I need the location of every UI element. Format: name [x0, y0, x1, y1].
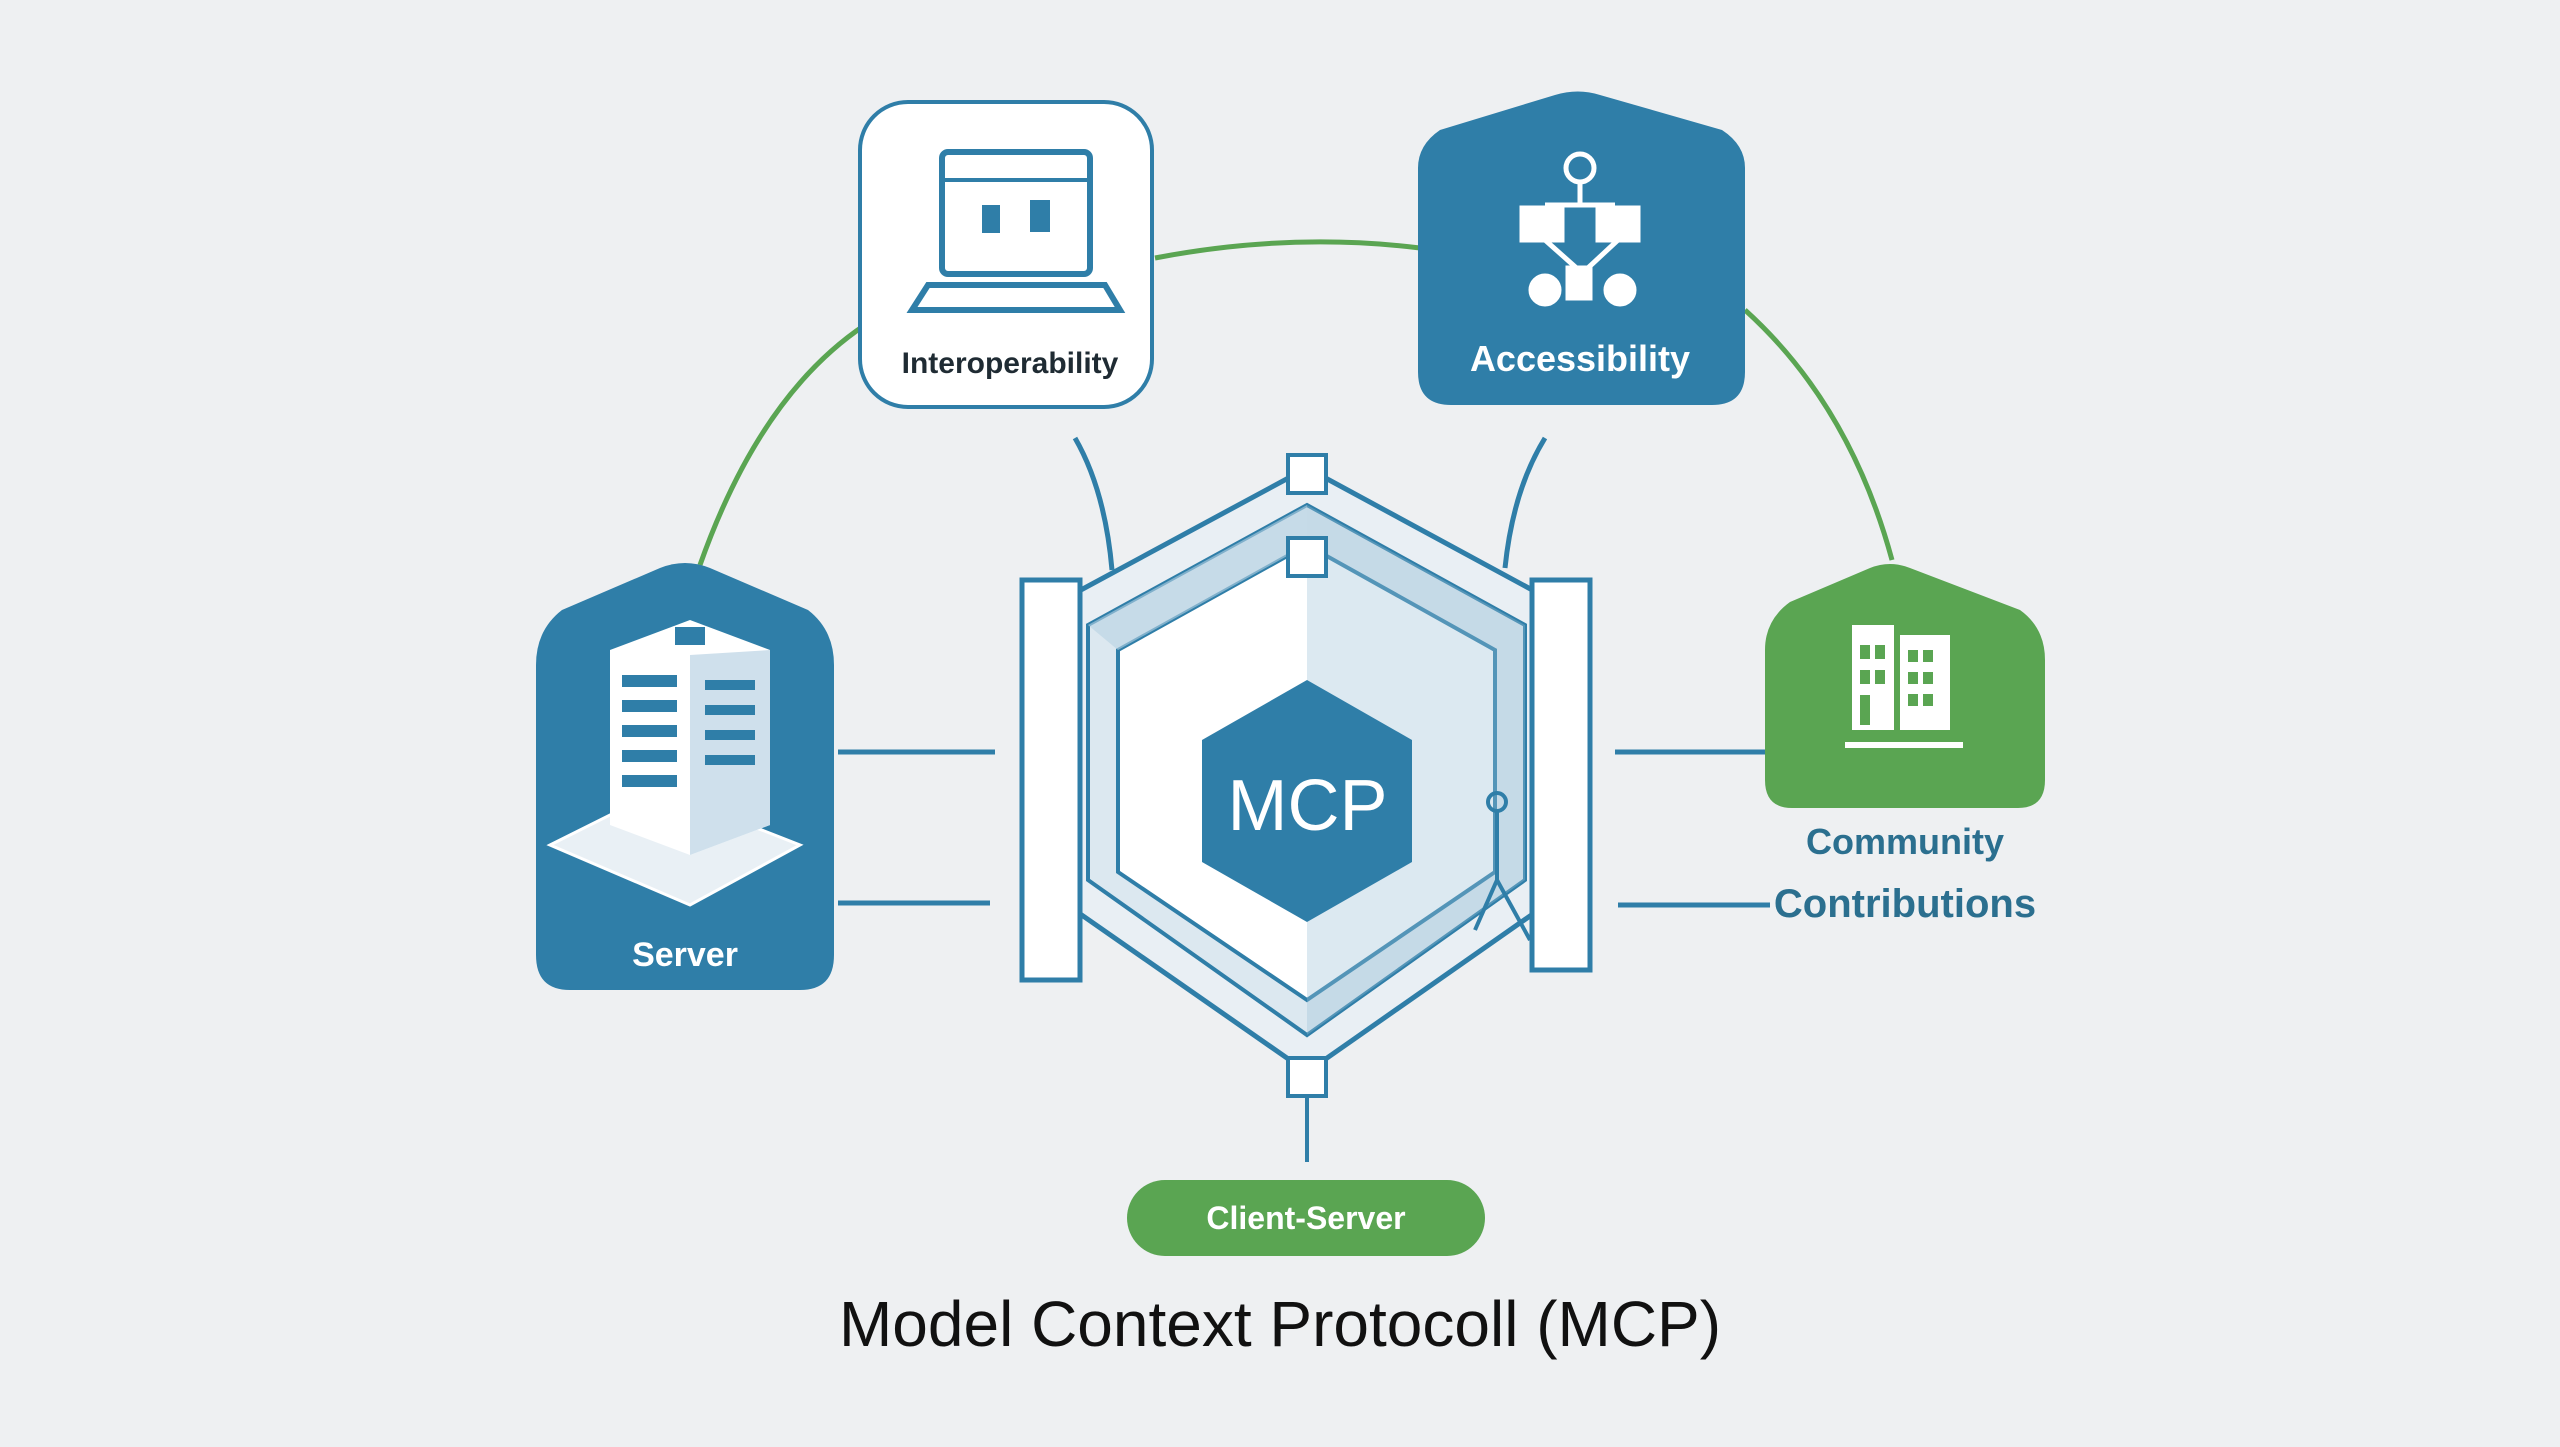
ring-arc-top — [1154, 239, 1421, 261]
node-accessibility — [1418, 91, 1745, 405]
connector-access — [1502, 436, 1548, 569]
cube-top-icon — [1286, 453, 1328, 578]
label-server: Server — [632, 936, 738, 974]
node-server — [536, 563, 834, 990]
building-icon — [1845, 625, 1963, 748]
label-community: Community — [1806, 821, 2004, 862]
server-building-icon — [546, 620, 804, 907]
node-interoperability — [858, 100, 1154, 409]
connector-interop — [1072, 436, 1115, 571]
diagram-title: Model Context Protocoll (MCP) — [838, 1288, 1722, 1360]
laptop-icon — [906, 149, 1126, 313]
client-server-pill — [1127, 1180, 1485, 1256]
label-client-server: Client-Server — [1206, 1200, 1406, 1236]
label-interoperability: Interoperability — [901, 347, 1119, 380]
label-contributions: Contributions — [1773, 882, 2037, 926]
figure-icon — [1473, 791, 1532, 941]
mcp-core — [1202, 680, 1412, 922]
ring-arc-right — [1743, 308, 1895, 561]
node-community — [1765, 564, 2045, 808]
label-mcp-core: MCP — [1227, 766, 1388, 846]
network-icon — [1519, 151, 1641, 307]
ring-arc-left — [697, 322, 867, 566]
label-accessibility: Accessibility — [1469, 338, 1691, 379]
mcp-hexagon-structure — [1019, 453, 1593, 1162]
cube-bottom-icon — [1286, 1056, 1328, 1162]
